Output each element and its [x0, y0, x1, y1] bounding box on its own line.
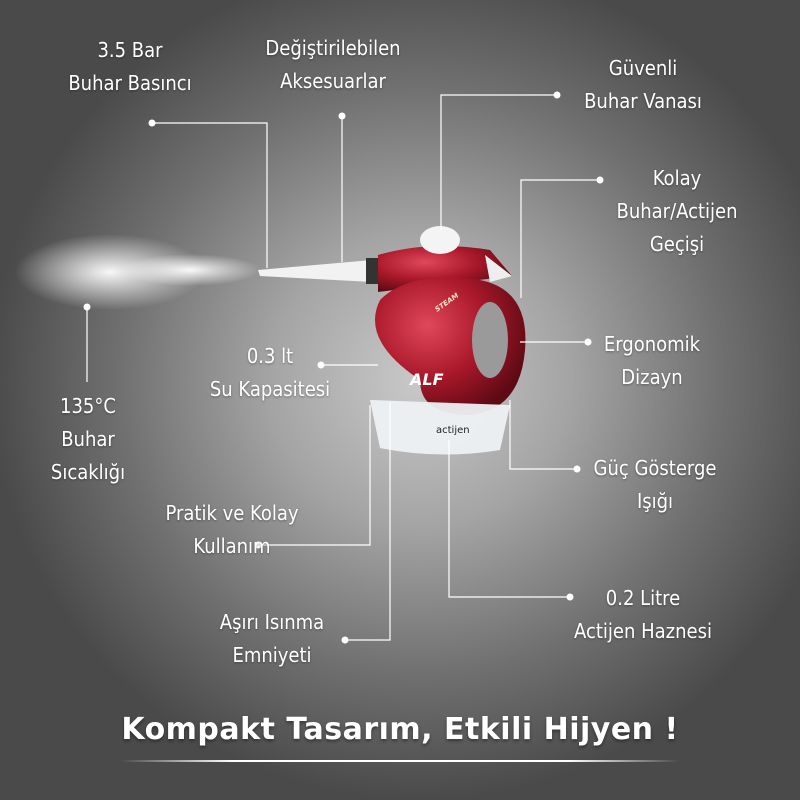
callout-text: Kolay: [652, 166, 702, 190]
callout-text: Su Kapasitesi: [209, 377, 331, 401]
callout-text: Güvenli: [608, 56, 678, 80]
callout-text: Sıcaklığı: [50, 460, 126, 484]
callout-pressure: 3.5 Bar Buhar Basıncı: [68, 34, 191, 100]
callout-text: 135°C: [60, 394, 116, 418]
callout-accessories: Değiştirilebilen Aksesuarlar: [265, 32, 400, 98]
callout-overheat: Aşırı Isınma Emniyeti: [220, 606, 324, 672]
callout-lines: [86, 94, 600, 641]
callout-text: 0.2 Litre: [605, 586, 681, 610]
callout-capacity: 0.3 lt Su Kapasitesi: [210, 340, 330, 406]
brand-logo: ALF: [408, 370, 444, 389]
callout-text: Actijen Haznesi: [574, 619, 712, 643]
callout-text: Buhar Vanası: [584, 89, 702, 113]
callout-text: Buhar: [61, 427, 115, 451]
callout-practical: Pratik ve Kolay Kullanım: [165, 497, 298, 563]
steamer-device: [258, 226, 526, 455]
steam-cloud: [15, 234, 260, 310]
callout-ergonomic: Ergonomik Dizayn: [604, 328, 700, 394]
callout-text: Dizayn: [621, 365, 683, 389]
callout-text: Işığı: [636, 489, 674, 513]
divider: [120, 760, 680, 762]
callout-text: Ergonomik: [603, 332, 701, 356]
callout-text: Aşırı Isınma: [219, 610, 325, 634]
callout-text: Pratik ve Kolay: [165, 501, 299, 525]
callout-text: 0.3 lt: [246, 344, 294, 368]
callout-text: Emniyeti: [232, 643, 312, 667]
callout-text: Güç Gösterge: [593, 456, 717, 480]
callout-switch: Kolay Buhar/Actijen Geçişi: [616, 162, 737, 261]
callout-text: Aksesuarlar: [280, 69, 386, 93]
callout-valve: Güvenli Buhar Vanası: [584, 52, 702, 118]
callout-text: 3.5 Bar: [97, 38, 163, 62]
callout-text: Buhar/Actijen: [616, 199, 738, 223]
actijen-logo: actijen: [436, 425, 470, 436]
callout-temperature: 135°C Buhar Sıcaklığı: [51, 390, 125, 489]
callout-text: Kullanım: [193, 534, 271, 558]
callout-text: Buhar Basıncı: [68, 71, 192, 95]
tagline-banner: Kompakt Tasarım, Etkili Hijyen !: [121, 712, 679, 747]
callout-text: Geçişi: [649, 232, 705, 256]
callout-actijen-tank: 0.2 Litre Actijen Haznesi: [574, 582, 712, 648]
callout-text: Değiştirilebilen: [265, 36, 401, 60]
callout-power-light: Güç Gösterge Işığı: [594, 452, 717, 518]
callout-dots: [83, 91, 604, 644]
